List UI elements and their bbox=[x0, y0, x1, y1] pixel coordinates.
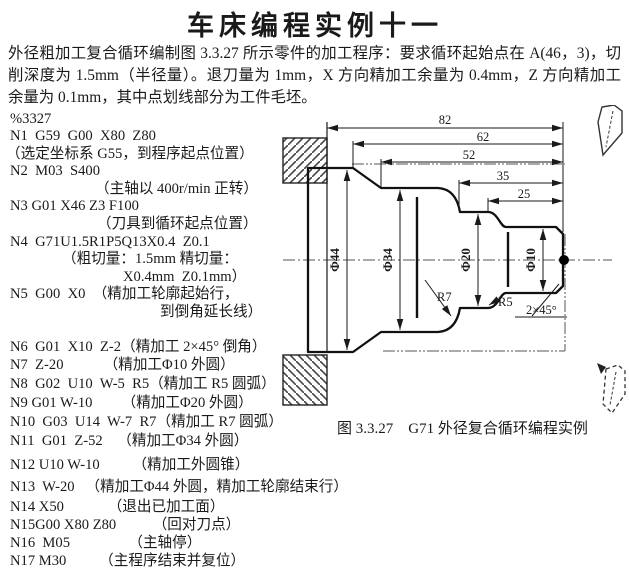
intro-paragraph: 外径粗加工复合循环编制图 3.3.27 所示零件的加工程序：要求循环起始点在 A… bbox=[8, 43, 621, 108]
chamfer-label: 2×45° bbox=[526, 303, 557, 317]
intro-line: 削深度为 1.5mm（半径量）。退刀量为 1mm，X 方向精加工余量为 0.4m… bbox=[8, 66, 621, 84]
intro-line: 余量为 0.1mm，其中点划线部分为工件毛坯。 bbox=[8, 88, 317, 106]
dim-label-35: 35 bbox=[497, 169, 510, 183]
origin-point-marker bbox=[559, 255, 569, 265]
program-line: N11 G01 Z-52 （精加工Φ34 外圆） bbox=[10, 433, 249, 449]
program-line: %3327 bbox=[10, 111, 52, 127]
program-line: N8 G02 U10 W-5 R5（精加工 R5 圆弧） bbox=[10, 376, 276, 392]
dim-label-d10: Φ10 bbox=[523, 248, 538, 272]
r5-label: R5 bbox=[498, 295, 513, 309]
dim-label-d20: Φ20 bbox=[458, 248, 473, 272]
program-line: N17 M30 （主程序结束并复位） bbox=[10, 553, 246, 569]
dim-label-52: 52 bbox=[463, 148, 476, 162]
program-line: N1 G59 G00 X80 Z80 bbox=[10, 128, 156, 144]
program-line: N4 G71U1.5R1P5Q13X0.4 Z0.1 bbox=[10, 234, 210, 250]
program-line: N10 G03 U14 W-7 R7（精加工 R7 圆弧） bbox=[10, 414, 283, 430]
program-line: N13 W-20 （精加工Φ44 外圆，精加工轮廓结束行） bbox=[10, 479, 348, 495]
program-line: N16 M05 （主轴停） bbox=[10, 535, 202, 551]
part-drawing: 82 62 52 35 25 Φ44 Φ34 Φ20 Φ10 R7 R5 2×4… bbox=[282, 105, 626, 415]
program-line: N7 Z-20 （精加工Φ10 外圆） bbox=[10, 357, 235, 373]
dim-label-82: 82 bbox=[439, 113, 452, 127]
r7-label: R7 bbox=[437, 290, 452, 304]
chamfer-leader-line bbox=[531, 283, 560, 317]
dim-label-d44: Φ44 bbox=[327, 248, 342, 272]
program-line: 到倒角延长线） bbox=[160, 304, 263, 320]
r7-leader-line bbox=[424, 279, 452, 317]
program-line: （粗切量：1.5mm 精切量： bbox=[62, 251, 238, 267]
program-line: （刀具到循环起点位置） bbox=[97, 216, 258, 232]
program-line: （主轴以 400r/min 正转） bbox=[95, 181, 258, 197]
dim-label-25: 25 bbox=[518, 187, 531, 201]
part-profile bbox=[306, 166, 565, 354]
program-line: （选定坐标系 G55，到程序起点位置） bbox=[6, 146, 254, 162]
program-line: N14 X50 （退出已加工面） bbox=[10, 499, 225, 515]
program-line: N3 G01 X46 Z3 F100 bbox=[10, 198, 139, 214]
chuck-jaw-bottom bbox=[282, 354, 328, 406]
page-title: 车床编程实例十一 bbox=[187, 11, 443, 42]
tool-icon-dashed bbox=[597, 363, 626, 415]
program-line: N15G00 X80 Z80 （回对刀点） bbox=[10, 517, 241, 533]
figure-caption: 图 3.3.27 G71 外径复合循环编程实例 bbox=[337, 421, 588, 437]
program-line: N12 U10 W-10 （精加工外圆锥） bbox=[10, 457, 250, 473]
tool-icon-solid bbox=[597, 105, 623, 157]
program-line: N9 G01 W-10 （精加工Φ20 外圆） bbox=[10, 395, 253, 411]
program-line: N6 G01 X10 Z-2（精加工 2×45° 倒角） bbox=[10, 339, 267, 355]
intro-line: 外径粗加工复合循环编制图 3.3.27 所示零件的加工程序：要求循环起始点在 A… bbox=[8, 45, 621, 62]
program-line: N2 M03 S400 bbox=[10, 163, 101, 179]
program-line: N5 G00 X0 （精加工轮廓起始行， bbox=[10, 286, 239, 302]
chuck-jaw-top bbox=[282, 137, 328, 184]
program-line: X0.4mm Z0.1mm） bbox=[123, 269, 247, 285]
dim-label-62: 62 bbox=[477, 130, 490, 144]
dim-label-d34: Φ34 bbox=[380, 248, 395, 272]
r5-leader-line bbox=[488, 296, 501, 306]
tool-direction-arrow bbox=[597, 363, 606, 374]
